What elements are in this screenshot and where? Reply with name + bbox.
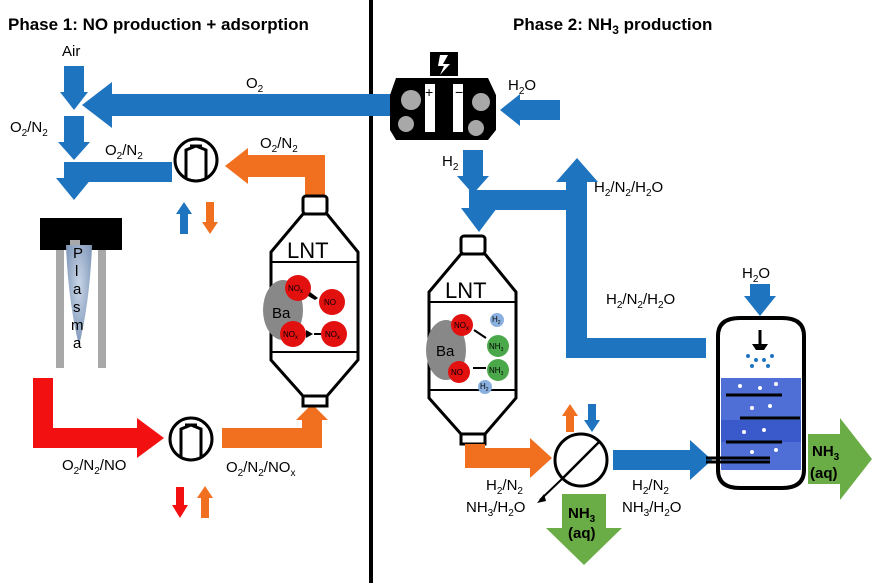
ba-label-phase1: Ba (272, 305, 291, 322)
o2-recycle-arrow (82, 82, 396, 128)
out-right-1-label: H2/N2 (632, 477, 669, 497)
no-mol-3: NO (451, 368, 463, 377)
coolant-in-arrow-condenser (584, 404, 600, 432)
out-left-2-label: NH3/H2O (466, 499, 525, 519)
lnt-label-phase1: LNT (287, 238, 329, 263)
coolant-out-arrow-lower (172, 487, 188, 518)
coolant-in-arrow-lower (197, 486, 213, 518)
nox-to-lnt-arrow (222, 404, 328, 448)
svg-text:a: a (73, 335, 82, 352)
scrubber-column (706, 316, 806, 490)
h2o-top-label: H2O (508, 77, 536, 97)
nox-mol-2: NOx (283, 330, 298, 341)
svg-text:a: a (73, 281, 82, 298)
o2n2-mid-label: O2/N2 (105, 142, 143, 162)
h2n2h2o-top-label: H2/N2/H2O (594, 179, 663, 199)
plasma-reactor (40, 218, 122, 368)
o2n2-return-label: O2/N2 (260, 135, 298, 155)
air-inlet-arrow (60, 66, 88, 110)
lnt-label-phase2: LNT (445, 278, 487, 303)
no-mol-2: NOx (325, 330, 340, 341)
svg-text:P: P (73, 245, 83, 262)
h2o-scrub-label: H2O (742, 265, 770, 285)
lnt-reactor-phase2 (426, 234, 518, 446)
aq-left-label: (aq) (568, 525, 596, 542)
h2-outlet-arrow (457, 150, 489, 194)
coolant-in-arrow-upper (176, 202, 192, 234)
nh3-mol-1: NH3 (489, 342, 504, 353)
coolant-out-arrow-upper (202, 202, 218, 234)
svg-text:m: m (71, 317, 84, 334)
h2o-inlet-arrow (500, 94, 560, 126)
nox-mol-1: NOx (288, 284, 303, 295)
lnt-reactor-phase1 (263, 194, 360, 408)
h2-mol-1: H2 (492, 315, 501, 326)
coolant-out-arrow-condenser (562, 404, 578, 432)
air-label: Air (62, 43, 80, 60)
condenser-to-scrubber-arrow (613, 440, 712, 480)
svg-text:l: l (75, 263, 78, 280)
nox-mol-3: NOx (454, 321, 469, 332)
svg-text:+: + (425, 84, 433, 100)
svg-text:−: − (455, 84, 463, 100)
o2n2-feed-arrow (58, 116, 90, 160)
lnt-return-arrow (225, 148, 325, 197)
nh3-mol-2: NH3 (489, 366, 504, 377)
lnt-to-condenser-arrow (465, 438, 552, 478)
nh3-aq-right-label: NH3 (812, 443, 840, 463)
nh3-aq-outlet-left (546, 494, 622, 565)
o2n2-to-plasma-arrow (56, 162, 172, 200)
nh3-aq-left-label: NH3 (568, 505, 596, 525)
o2n2nox-label: O2/N2/NOx (226, 459, 295, 479)
nh3-aq-outlet-right (808, 418, 872, 500)
o2-label: O2 (246, 75, 264, 95)
electrolyzer: + − (390, 52, 496, 140)
h2o-scrubber-arrow (744, 284, 776, 316)
h2-recycle-loop (461, 158, 706, 358)
ba-label-phase2: Ba (436, 343, 455, 360)
o2n2no-label: O2/N2/NO (62, 457, 126, 477)
svg-text:s: s (73, 299, 81, 316)
h2-mol-2: H2 (480, 382, 489, 393)
heat-exchanger-lower (168, 416, 214, 462)
condenser (537, 432, 609, 503)
aq-right-label: (aq) (810, 465, 838, 482)
no-outlet-arrow (33, 378, 164, 458)
no-mol-1: NO (324, 298, 336, 307)
o2n2-left-label: O2/N2 (10, 119, 48, 139)
out-left-1-label: H2/N2 (486, 477, 523, 497)
h2n2h2o-mid-label: H2/N2/H2O (606, 291, 675, 311)
out-right-2-label: NH3/H2O (622, 499, 681, 519)
plasma-label: P l a s m a (71, 245, 84, 352)
h2-label: H2 (442, 153, 459, 173)
heat-exchanger-upper (173, 137, 219, 183)
phase1-title: Phase 1: NO production + adsorption (8, 15, 309, 34)
phase2-title: Phase 2: NH3 production (513, 15, 712, 37)
